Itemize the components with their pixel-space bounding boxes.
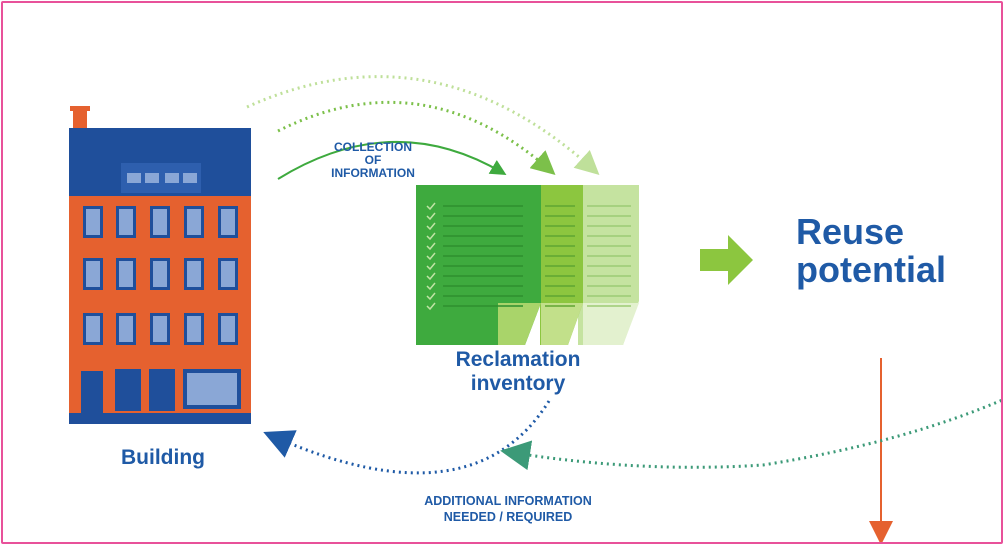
additional-info-label: ADDITIONAL INFORMATION NEEDED / REQUIRED	[378, 493, 638, 525]
building-window-pane	[187, 316, 201, 342]
checkmark-icon	[426, 242, 436, 251]
building-window-pane	[119, 209, 133, 235]
diagram-canvas	[69, 75, 1001, 542]
checkmark-icon	[426, 212, 436, 221]
building-window-pane	[221, 209, 235, 235]
building-window-pane	[119, 316, 133, 342]
collection-label: COLLECTION OF INFORMATION	[303, 141, 443, 180]
building-window-pane	[86, 316, 100, 342]
building-window-pane	[153, 316, 167, 342]
building-window-pane	[221, 261, 235, 287]
building-window-pane	[119, 261, 133, 287]
collection-line-1: COLLECTION	[334, 140, 412, 154]
building-window-pane	[221, 316, 235, 342]
checkmark-icon	[426, 202, 436, 211]
reclamation-inventory-label: Reclamation inventory	[423, 348, 613, 396]
building-window-pane	[187, 261, 201, 287]
checkmark-icon	[426, 252, 436, 261]
checkmark-icon	[426, 292, 436, 301]
reclamation-line-2: inventory	[470, 372, 566, 395]
collection-arc-dotted-1	[277, 100, 556, 175]
reuse-line-1: Reuse	[796, 211, 905, 252]
collection-line-2: OF	[364, 153, 382, 167]
checkmark-icon	[426, 282, 436, 291]
building-window-pane	[153, 261, 167, 287]
additional-line-2: NEEDED / REQUIRED	[443, 510, 573, 524]
building-window-pane	[86, 261, 100, 287]
building-label: Building	[121, 446, 205, 469]
checkmark-icon	[426, 222, 436, 231]
right-arrow-icon	[700, 235, 753, 285]
inventory-sheets-icon	[416, 185, 639, 345]
feedback-arc-teal	[500, 398, 1001, 471]
checkmark-icon	[426, 272, 436, 281]
additional-line-1: ADDITIONAL INFORMATION	[424, 494, 592, 508]
checkmark-icon	[426, 232, 436, 241]
building-window-pane	[86, 209, 100, 235]
building-window-pane	[153, 209, 167, 235]
building-window-pane	[187, 209, 201, 235]
reuse-line-2: potential	[796, 249, 946, 290]
collection-line-3: INFORMATION	[331, 166, 415, 180]
collection-arc-solid	[277, 141, 507, 180]
feedback-arc-blue	[263, 400, 551, 475]
building-icon	[69, 106, 251, 424]
reclamation-line-1: Reclamation	[455, 348, 581, 371]
checkmark-icon	[426, 262, 436, 271]
checkmark-icon	[426, 302, 436, 311]
reuse-potential-label: Reuse potential	[796, 213, 946, 289]
building-windows	[83, 206, 238, 345]
